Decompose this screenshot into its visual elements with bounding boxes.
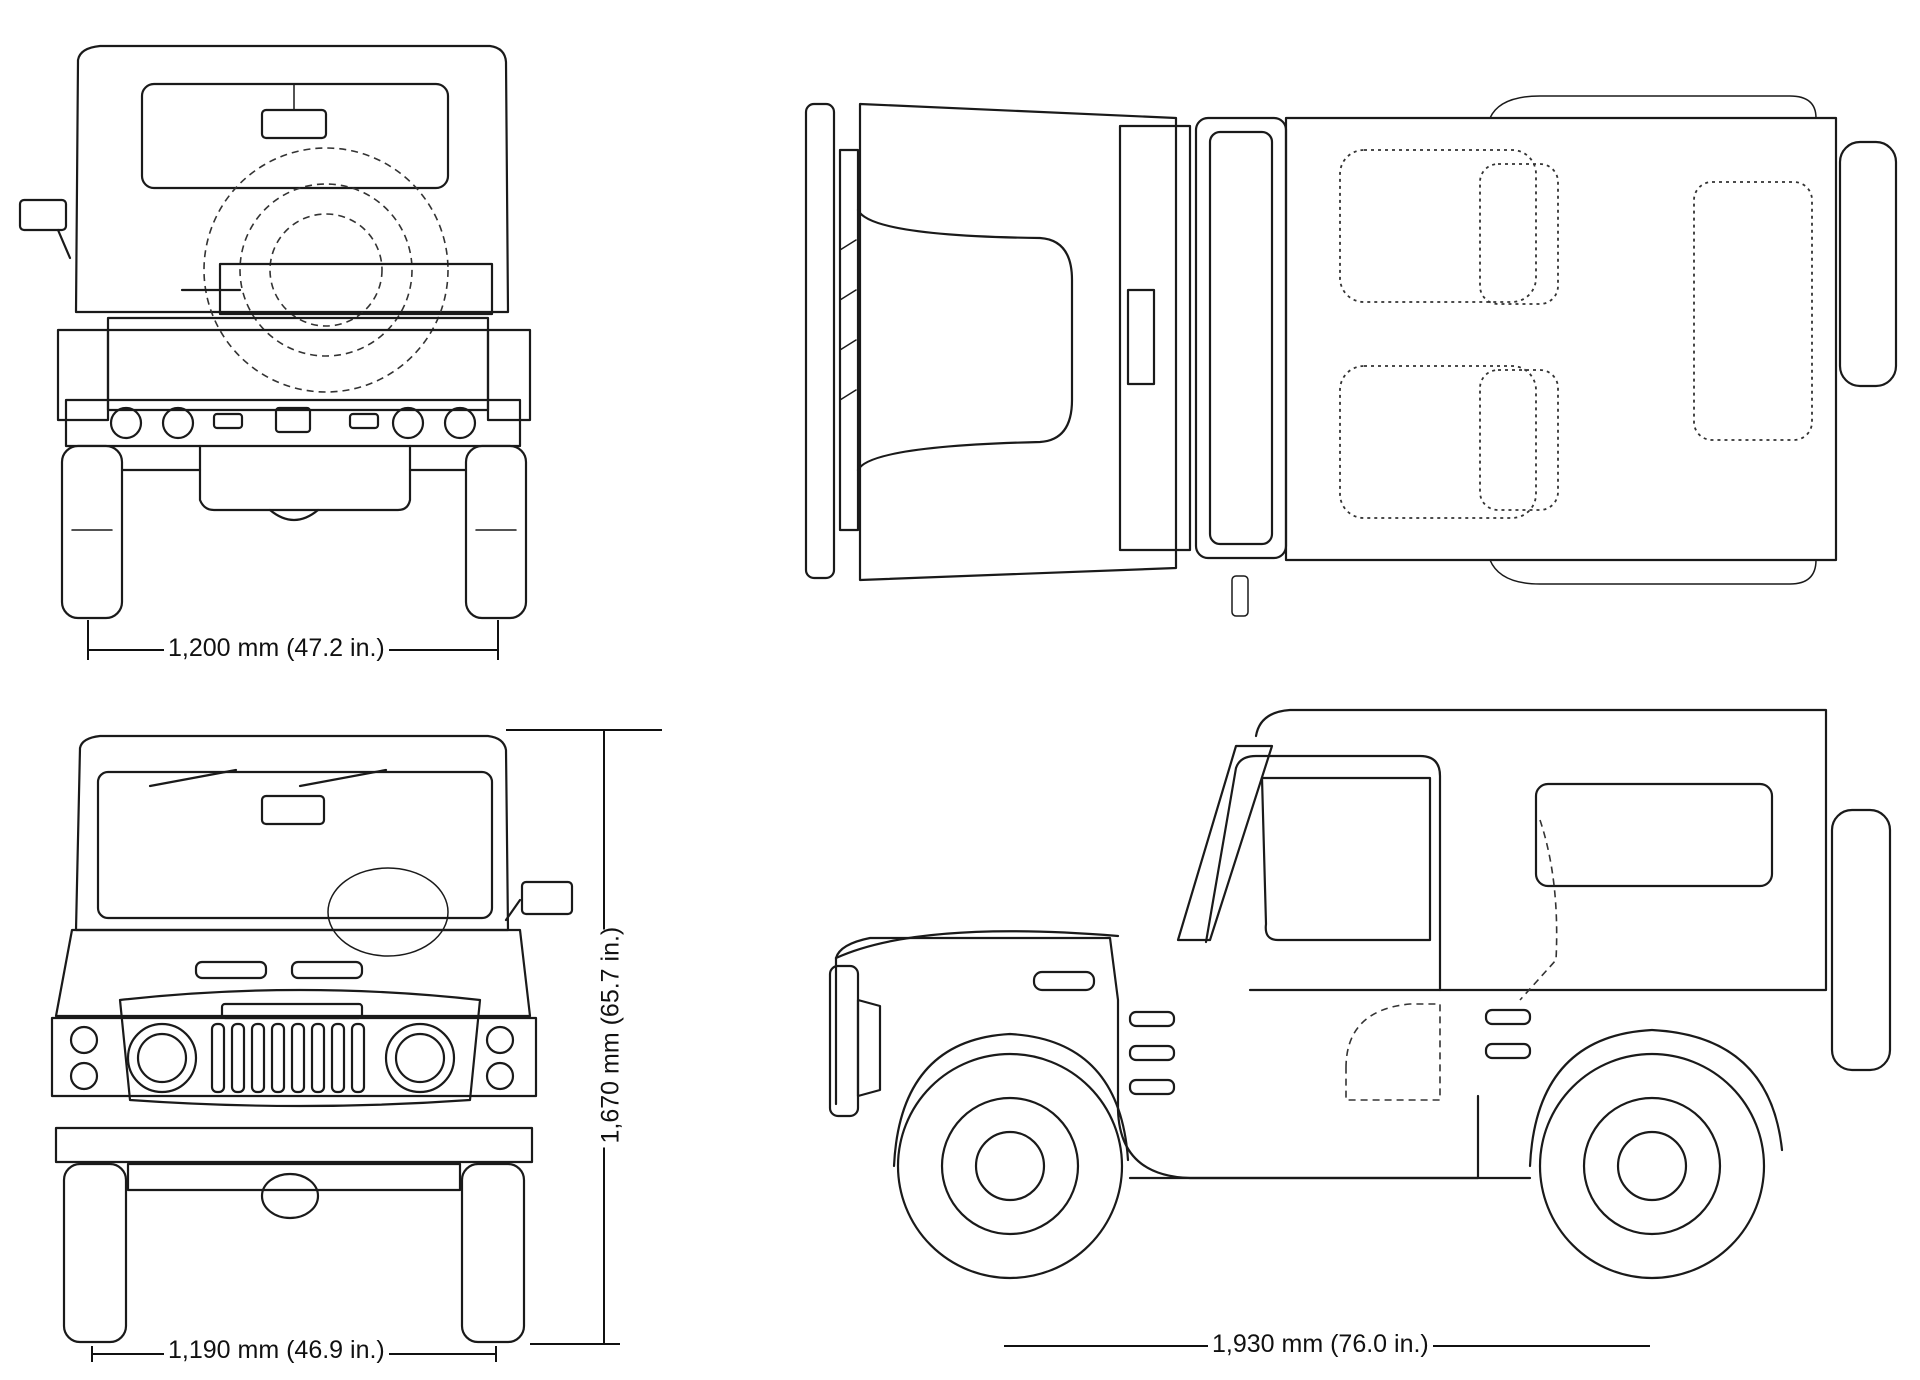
front-track-label: 1,190 mm (46.9 in.) [164,1336,389,1365]
rear-track-label: 1,200 mm (47.2 in.) [164,634,389,663]
wheelbase-label: 1,930 mm (76.0 in.) [1208,1330,1433,1359]
height-label: 1,670 mm (65.7 in.) [596,927,626,1148]
